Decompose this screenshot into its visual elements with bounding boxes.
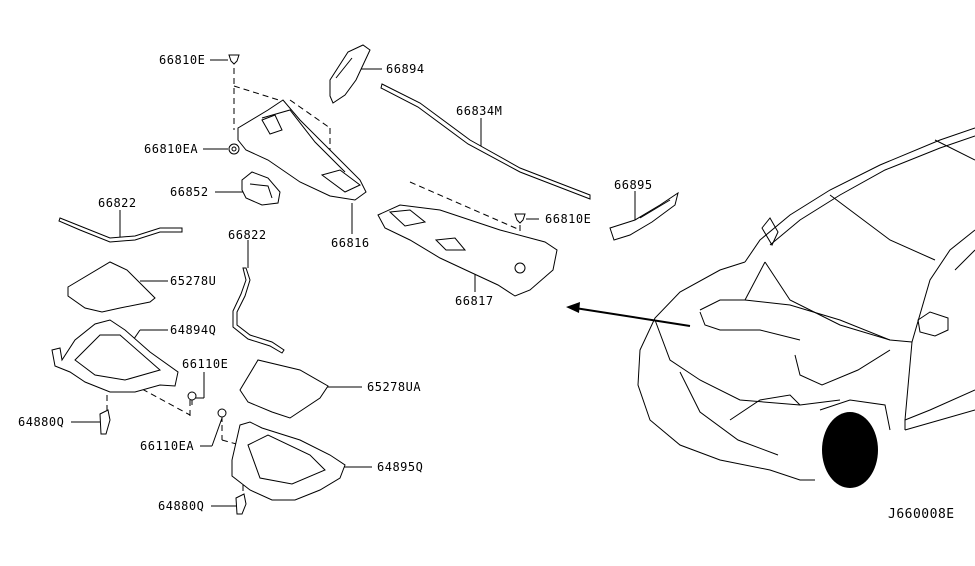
clip-66810e-right[interactable] — [514, 213, 526, 224]
part-66822-seal-left[interactable] — [58, 217, 183, 243]
part-64894q-housing-left[interactable] — [51, 319, 179, 393]
label-66852[interactable]: 66852 — [170, 185, 209, 199]
clip-66810e-top[interactable] — [228, 54, 240, 65]
label-66816[interactable]: 66816 — [331, 236, 370, 250]
label-66110e[interactable]: 66110E — [182, 357, 229, 371]
label-66110ea[interactable]: 66110EA — [140, 439, 195, 453]
label-66822-left[interactable]: 66822 — [98, 196, 137, 210]
part-66822-seal-center[interactable] — [232, 267, 285, 354]
label-66810ea[interactable]: 66810EA — [144, 142, 199, 156]
label-66834m[interactable]: 66834M — [456, 104, 503, 118]
label-66810e-right[interactable]: 66810E — [545, 212, 592, 226]
clip-66110e[interactable] — [187, 391, 197, 405]
part-65278ua-cover[interactable] — [239, 359, 329, 419]
part-65278u-cover[interactable] — [67, 261, 156, 313]
label-66895[interactable]: 66895 — [614, 178, 653, 192]
label-66817[interactable]: 66817 — [455, 294, 494, 308]
part-66816-cowl-top-left[interactable] — [237, 99, 367, 201]
part-66834m-seal[interactable] — [380, 83, 591, 200]
part-64880q-left[interactable] — [99, 409, 111, 435]
label-66894[interactable]: 66894 — [386, 62, 425, 76]
part-64895q-housing-right[interactable] — [231, 421, 346, 501]
part-66817-cowl-top-right[interactable] — [377, 204, 558, 297]
part-66895-bracket[interactable] — [609, 191, 679, 241]
vehicle-location-illustration — [637, 127, 975, 488]
label-64895q[interactable]: 64895Q — [377, 460, 424, 474]
label-65278u[interactable]: 65278U — [170, 274, 217, 288]
label-66810e-top[interactable]: 66810E — [159, 53, 206, 67]
part-64880q-bottom[interactable] — [235, 493, 247, 515]
label-64894q[interactable]: 64894Q — [170, 323, 217, 337]
label-66822-center[interactable]: 66822 — [228, 228, 267, 242]
label-64880q-bottom[interactable]: 64880Q — [158, 499, 205, 513]
part-66852-duct[interactable] — [241, 171, 281, 206]
label-65278ua[interactable]: 65278UA — [367, 380, 422, 394]
grommet-66810ea[interactable] — [228, 143, 240, 155]
clip-66110ea[interactable] — [217, 408, 227, 422]
location-arrow — [566, 302, 691, 327]
part-66894-bracket[interactable] — [329, 44, 371, 104]
label-64880q-left[interactable]: 64880Q — [18, 415, 65, 429]
diagram-reference-code: J660008E — [888, 507, 955, 522]
